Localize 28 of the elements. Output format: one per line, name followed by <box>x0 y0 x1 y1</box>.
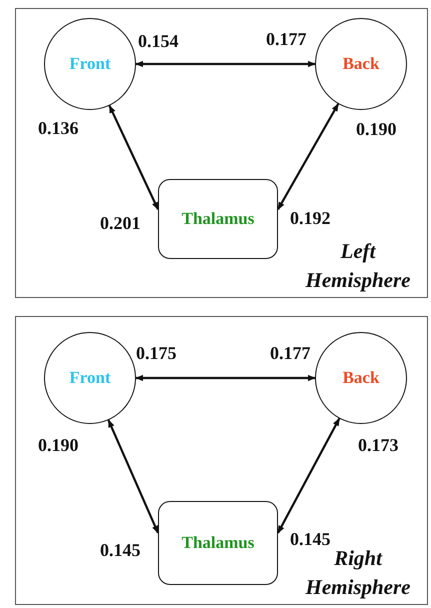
weight-value: 0.175 <box>136 343 176 363</box>
diagram-panel <box>15 8 428 298</box>
weight-value: 0.173 <box>358 435 398 455</box>
weight-value: 0.177 <box>266 29 306 49</box>
double-arrow <box>277 103 340 210</box>
weight-value: 0.177 <box>270 343 310 363</box>
double-arrow <box>107 419 159 534</box>
region-box <box>158 179 278 259</box>
panel-title: Left Hemisphere <box>304 238 412 294</box>
double-arrow <box>135 60 316 68</box>
weight-value: 0.201 <box>100 213 140 233</box>
double-arrow <box>135 374 316 382</box>
weight-value: 0.190 <box>38 435 78 455</box>
double-arrow <box>108 104 159 210</box>
node-label: Front <box>69 368 111 388</box>
weight-value: 0.190 <box>356 119 396 139</box>
diagram-panel <box>15 316 428 605</box>
double-arrow <box>277 418 340 534</box>
node-label: Front <box>69 54 111 74</box>
region-box <box>158 501 278 585</box>
node-label: Thalamus <box>182 209 254 229</box>
weight-value: 0.154 <box>138 31 178 51</box>
node-label: Back <box>342 368 380 388</box>
weight-value: 0.145 <box>100 540 140 560</box>
node-label: Thalamus <box>182 533 254 553</box>
weight-value: 0.192 <box>290 208 330 228</box>
node-label: Back <box>342 54 380 74</box>
weight-value: 0.136 <box>38 118 78 138</box>
